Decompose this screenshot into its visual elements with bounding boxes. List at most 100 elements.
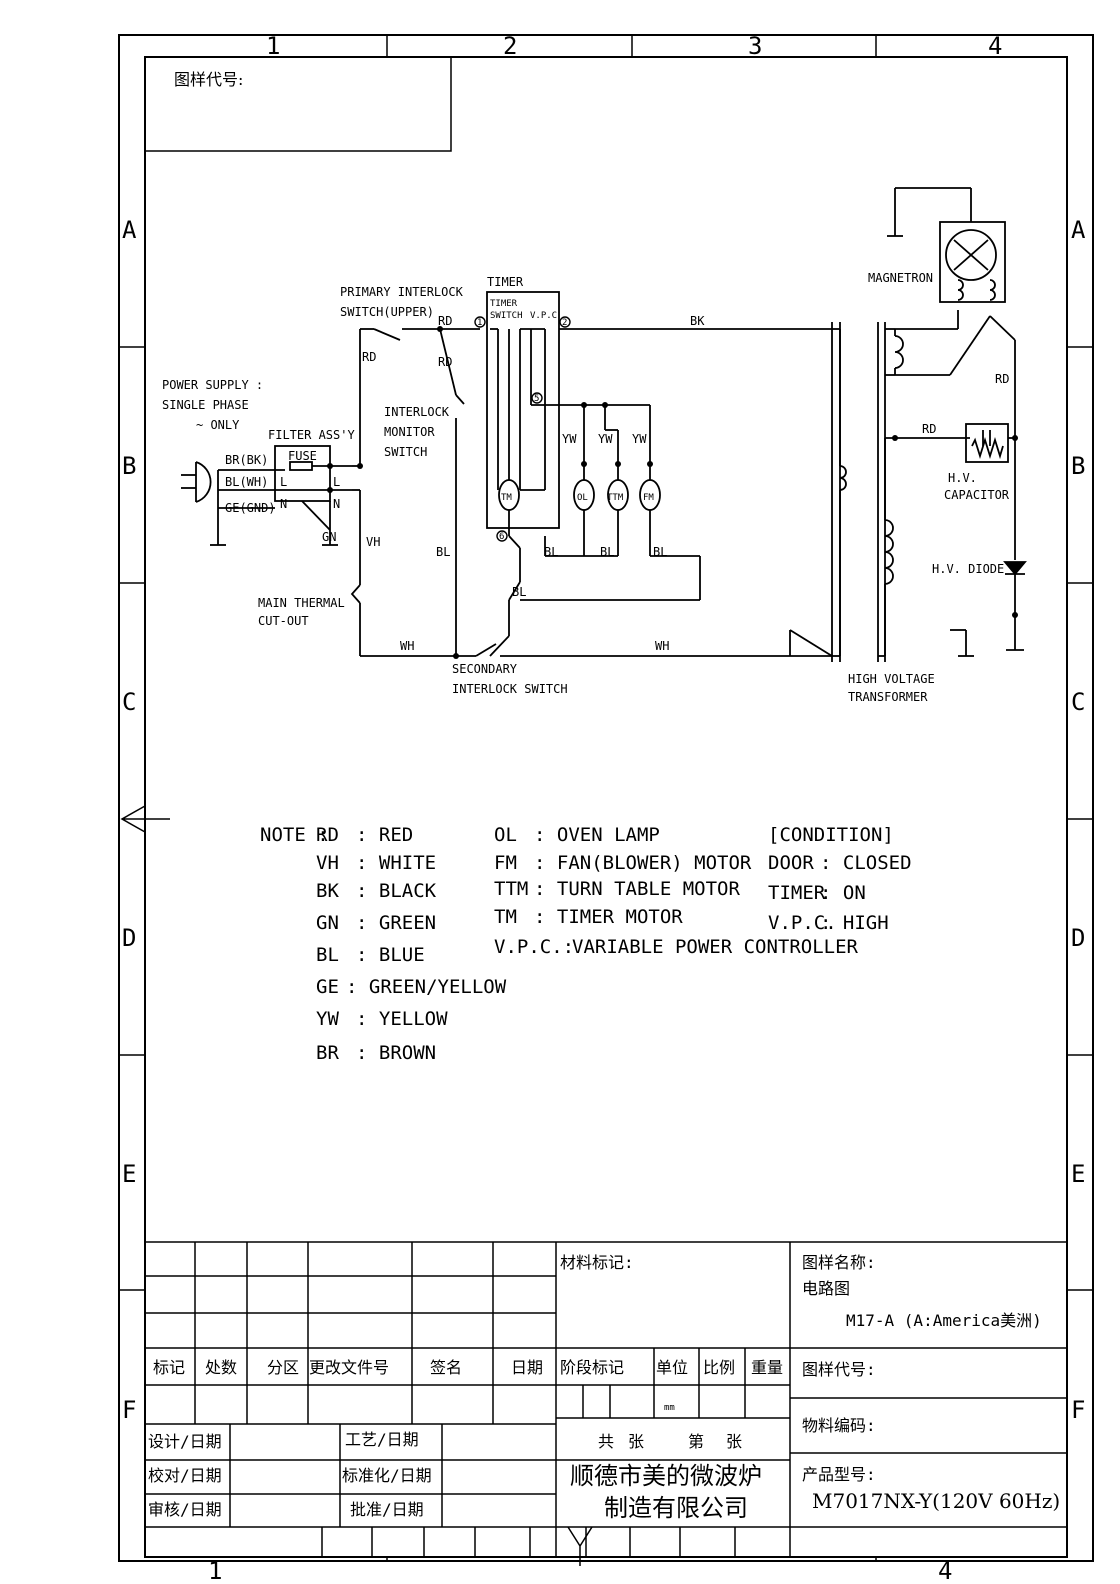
- primary-switch-label-2: SWITCH(UPPER): [340, 305, 434, 319]
- wire-rd-3: RD: [438, 355, 452, 369]
- note-c2-0-desc: : OVEN LAMP: [534, 824, 660, 846]
- zone-row-c-right: C: [1071, 688, 1085, 716]
- centering-mark-icon: [567, 1526, 593, 1566]
- note-c2-4-code: V.P.C.:: [494, 936, 574, 958]
- note-c2-3-code: TM: [494, 906, 517, 928]
- note-c1-4-desc: : BLUE: [356, 944, 425, 966]
- wire-ge: GE(GND): [225, 501, 276, 515]
- tb-drawing-name: 电路图: [802, 1279, 850, 1298]
- tb-company-line-2: 制造有限公司: [604, 1494, 748, 1522]
- tb-drawing-no-label: 图样代号:: [802, 1360, 876, 1379]
- timer-switch-label-2: SWITCH: [490, 311, 523, 321]
- hv-transformer-label-2: TRANSFORMER: [848, 690, 928, 704]
- note-title: NOTE :: [260, 824, 329, 846]
- tb-company-line-1: 顺德市美的微波炉: [570, 1462, 762, 1490]
- secondary-switch-label-2: INTERLOCK SWITCH: [452, 682, 568, 696]
- numbered-terminals: [474, 316, 571, 542]
- wire-bk: BK: [690, 314, 705, 328]
- filter-l-in: L: [280, 475, 287, 489]
- wire-wh-1: WH: [400, 639, 414, 653]
- timer-switch-label-1: TIMER: [490, 299, 518, 309]
- note-c1-5-code: GE: [316, 976, 339, 998]
- color-legend-notes: NOTE : RD: RED VH: WHITE BK: BLACK GN: G…: [260, 824, 912, 1064]
- note-c1-5-desc: : GREEN/YELLOW: [346, 976, 507, 998]
- filter-l-out: L: [333, 475, 340, 489]
- wire-rd-2: RD: [362, 350, 376, 364]
- note-c3-2-desc: : HIGH: [820, 912, 889, 934]
- tb-col-header-5: 日期: [511, 1358, 543, 1377]
- interlock-monitor-label-2: MONITOR: [384, 425, 435, 439]
- title-block-grid: [145, 1241, 1067, 1557]
- zone-row-e-right: E: [1071, 1160, 1085, 1188]
- tb-design-date: 设计/日期: [148, 1432, 222, 1451]
- wire-yw-2: YW: [598, 432, 613, 446]
- hv-transformer-label-1: HIGH VOLTAGE: [848, 672, 935, 686]
- tb-unit-value: mm: [664, 1403, 675, 1413]
- zone-col-1-top: 1: [266, 32, 280, 60]
- wire-bl-1: BL: [436, 545, 450, 559]
- power-supply-label-2: SINGLE PHASE: [162, 398, 249, 412]
- note-c1-7-code: BR: [316, 1042, 339, 1064]
- note-c2-3-desc: : TIMER MOTOR: [534, 906, 683, 928]
- note-c3-0-desc: : CLOSED: [820, 852, 912, 874]
- zone-col-4-bottom: 4: [938, 1557, 952, 1584]
- zone-row-a-right: A: [1071, 216, 1086, 244]
- note-c1-6-code: YW: [316, 1008, 339, 1030]
- note-c2-2-desc: : TURN TABLE MOTOR: [534, 878, 740, 900]
- tb-col-header-0: 标记: [153, 1358, 185, 1377]
- note-c3-2-code: V.P.C.: [768, 912, 837, 934]
- tb-product-model-label: 产品型号:: [802, 1465, 876, 1484]
- primary-switch-label-1: PRIMARY INTERLOCK: [340, 285, 464, 299]
- tb-sheet-number-unit: 张: [726, 1432, 742, 1451]
- tb-stage-header-2: 比例: [703, 1358, 735, 1377]
- motor-symbols: [498, 479, 661, 511]
- tb-drawing-name-label: 图样名称:: [802, 1253, 876, 1272]
- wire-bl-4: BL: [653, 545, 667, 559]
- fuse-label: FUSE: [288, 449, 317, 463]
- hv-capacitor-label-2: CAPACITOR: [944, 488, 1010, 502]
- note-c1-1-desc: : WHITE: [356, 852, 436, 874]
- tb-standard-date: 标准化/日期: [342, 1466, 432, 1485]
- tb-product-model: M7017NX-Y(120V 60Hz): [812, 1489, 1060, 1513]
- center-arrow-icon: [120, 804, 170, 834]
- note-c2-1-code: FM: [494, 852, 517, 874]
- terminal-5-label: 5: [534, 394, 539, 404]
- timer-motor-symbol-label: TM: [501, 493, 512, 503]
- oven-lamp-symbol-label: OL: [577, 493, 588, 503]
- zone-col-3-top: 3: [748, 32, 762, 60]
- circuit-wires: [181, 187, 1027, 662]
- note-condition-title: [CONDITION]: [768, 824, 894, 846]
- tb-col-header-2: 分区: [267, 1358, 299, 1377]
- wire-rd-5: RD: [922, 422, 936, 436]
- wire-bl-3: BL: [600, 545, 614, 559]
- tb-material-mark: 材料标记:: [560, 1253, 634, 1272]
- zone-row-d-left: D: [122, 924, 136, 952]
- header-drawing-no-label: 图样代号:: [174, 70, 243, 89]
- note-c2-4-desc: VARIABLE POWER CONTROLLER: [572, 936, 859, 958]
- note-c1-2-code: BK: [316, 880, 339, 902]
- note-c1-3-desc: : GREEN: [356, 912, 436, 934]
- zone-row-f-right: F: [1071, 1396, 1085, 1424]
- note-c1-7-desc: : BROWN: [356, 1042, 436, 1064]
- zone-row-d-right: D: [1071, 924, 1085, 952]
- tb-process-date: 工艺/日期: [345, 1430, 419, 1449]
- zone-row-b-right: B: [1071, 452, 1085, 480]
- interlock-monitor-label-3: SWITCH: [384, 445, 427, 459]
- tb-model-variant: M17-A (A:America美洲): [846, 1311, 1042, 1330]
- tb-stage-header-3: 重量: [751, 1358, 783, 1377]
- note-c2-0-code: OL: [494, 824, 517, 846]
- drawing-no-box: [144, 56, 452, 152]
- zone-col-2-top: 2: [503, 32, 517, 60]
- timer-label: TIMER: [487, 275, 524, 289]
- terminal-2-label: 2: [562, 318, 567, 328]
- tb-material-code-label: 物料编码:: [802, 1416, 876, 1435]
- tb-sheet-total-label: 共: [598, 1432, 614, 1451]
- magnetron-label: MAGNETRON: [868, 271, 933, 285]
- hv-capacitor-label-1: H.V.: [948, 471, 977, 485]
- hv-diode-label: H.V. DIODE: [932, 562, 1004, 576]
- zone-row-e-left: E: [122, 1160, 136, 1188]
- fan-motor-symbol-label: FM: [643, 493, 654, 503]
- tb-stage-header-1: 单位: [656, 1358, 688, 1377]
- wire-yw-3: YW: [632, 432, 647, 446]
- zone-row-a-left: A: [122, 216, 137, 244]
